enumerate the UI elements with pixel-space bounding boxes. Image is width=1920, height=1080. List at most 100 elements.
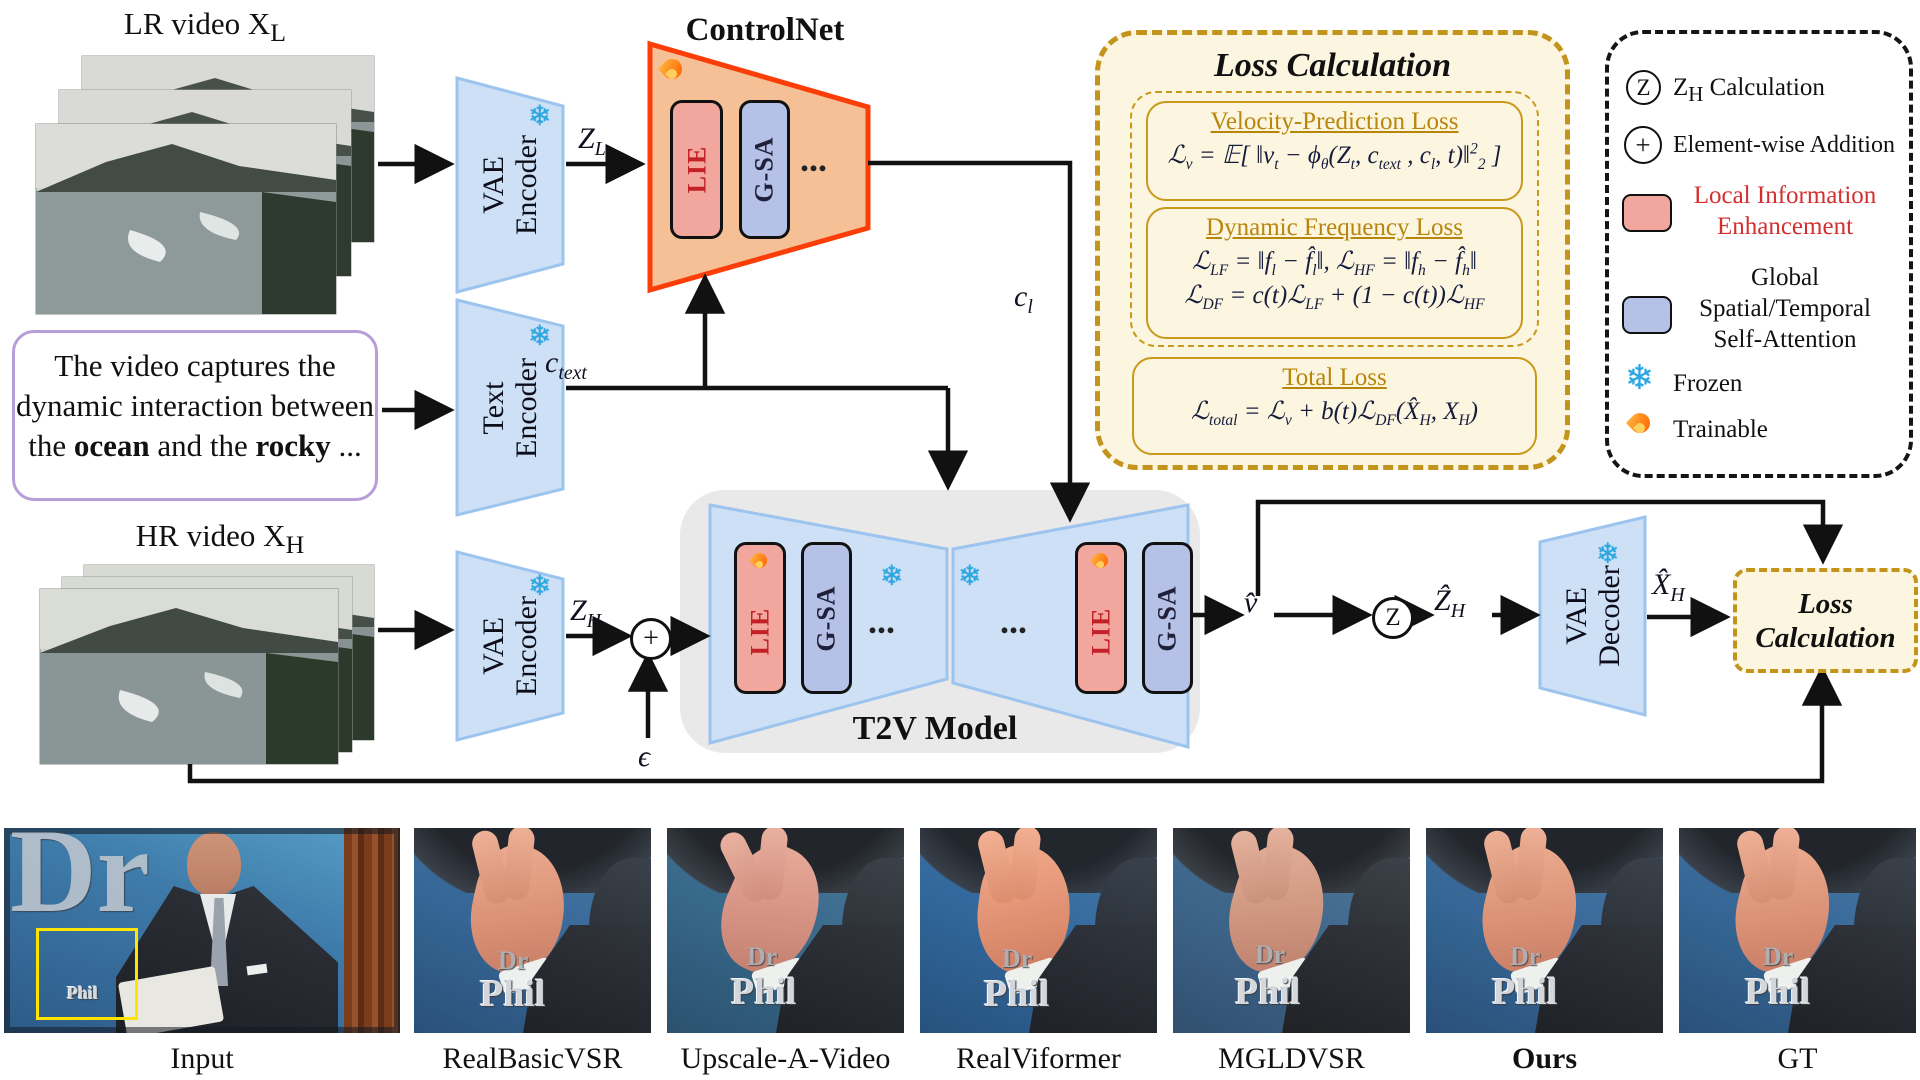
vae-encoder-bottom-shape — [455, 550, 565, 742]
t2v-right-gsa-block: G-SA — [1142, 542, 1193, 694]
velocity-loss-title: Velocity-Prediction Loss — [1210, 108, 1459, 135]
v-hat-label: v̂ — [1244, 586, 1258, 619]
total-loss-box: Total Loss ℒtotal = ℒv + b(t)ℒDF(X̂H, XH… — [1132, 357, 1537, 455]
t2v-right-lie-block: LIE — [1075, 542, 1127, 694]
z-h-label: ZH — [570, 594, 601, 632]
dynamic-frequency-loss-title: Dynamic Frequency Loss — [1206, 214, 1463, 241]
highlight-region-box: Phil — [36, 928, 138, 1020]
frozen-icon: ❄ — [528, 569, 552, 602]
text-prompt-box: The video captures the dynamic interacti… — [12, 330, 378, 501]
dr-logo-text: Dr — [1510, 942, 1541, 971]
lr-video-stack — [35, 55, 375, 315]
c-l-label: cl — [1014, 280, 1033, 318]
epsilon-label: ϵ — [638, 740, 651, 773]
dr-logo-text: Dr — [1763, 942, 1794, 971]
element-wise-addition-icon: + — [1624, 126, 1662, 164]
phil-logo-text: Phil — [1745, 971, 1811, 1013]
loss-node-line-2: Calculation — [1755, 621, 1896, 654]
t2v-left-gsa-block: G-SA — [801, 542, 852, 694]
caption-gt: GT — [1777, 1042, 1818, 1075]
trainable-flame-icon — [750, 551, 769, 576]
lr-video-label: LR video XL — [123, 6, 287, 48]
wood-panel — [344, 828, 400, 1033]
loss-calculation-panel: Loss Calculation Velocity-Prediction Los… — [1095, 30, 1570, 470]
caption-realbasicvsr: RealBasicVSR — [442, 1042, 623, 1075]
phil-logo-text: Phil — [731, 971, 797, 1013]
c-text-label: ctext — [545, 346, 587, 384]
trainable-flame-icon — [660, 56, 684, 88]
text-encoder-shape — [455, 298, 565, 517]
result-crop-realbasicvsr: Dr Phil — [414, 828, 651, 1033]
frozen-icon: ❄ — [880, 559, 904, 592]
prompt-line-1: The video captures the — [54, 348, 336, 383]
lie-swatch-icon — [1622, 194, 1672, 232]
flow-arrows — [187, 143, 1844, 784]
total-loss-formula: ℒtotal = ℒv + b(t)ℒDF(X̂H, XH) — [1191, 398, 1478, 429]
loss-inner-group — [1130, 91, 1539, 347]
trainable-flame-icon — [1091, 551, 1110, 576]
frozen-icon: ❄ — [528, 99, 552, 132]
gsa-swatch-icon — [1622, 296, 1672, 334]
t2v-left-dots: ... — [868, 601, 895, 641]
z-calculation-icon: Z — [1626, 70, 1661, 105]
legend-frozen-label: Frozen — [1673, 370, 1743, 397]
caption-upscale-a-video: Upscale-A-Video — [680, 1042, 891, 1075]
result-crop-realviformer: Dr Phil — [920, 828, 1157, 1033]
hr-video-stack — [39, 564, 375, 765]
trainable-flame-icon — [1628, 410, 1652, 442]
velocity-loss-formula: ℒv = 𝔼[ ‖vt − ϕθ(Zt, ctext , cl, t)‖22 ] — [1167, 140, 1502, 173]
phil-logo-text: Phil — [1235, 971, 1301, 1013]
phil-logo-text: Phil — [984, 973, 1050, 1015]
loss-calculation-node: Loss Calculation — [1733, 568, 1918, 673]
frozen-icon: ❄ — [1625, 358, 1654, 398]
dr-logo-text: Dr — [10, 828, 150, 937]
controlnet-lie-block: LIE — [670, 100, 723, 239]
controlnet-gsa-block: G-SA — [739, 100, 790, 239]
caption-ours: Ours — [1511, 1042, 1577, 1075]
total-loss-title: Total Loss — [1282, 364, 1387, 391]
t2v-right-dots: ... — [1000, 601, 1027, 641]
loss-panel-title: Loss Calculation — [1213, 47, 1452, 84]
controlnet-title: ControlNet — [685, 12, 845, 48]
z-l-label: ZL — [578, 122, 606, 160]
dr-logo-text: Dr — [498, 946, 529, 975]
controlnet-dots: ... — [800, 139, 827, 179]
element-wise-addition-node: + — [630, 618, 672, 660]
dynamic-frequency-loss-box: Dynamic Frequency Loss ℒLF = ‖fl − f̂l‖,… — [1146, 207, 1523, 339]
legend-panel: Z ZH Calculation + Element-wise Addition… — [1605, 30, 1913, 478]
t2v-left-lie-block: LIE — [734, 542, 786, 694]
person-head — [187, 832, 241, 896]
dynamic-frequency-formula-2: ℒDF = c(t)ℒLF + (1 − c(t))ℒHF — [1184, 282, 1485, 313]
result-crop-upscale-a-video: Dr Phil — [667, 828, 904, 1033]
caption-input: Input — [170, 1042, 234, 1075]
result-crop-ours: Dr Phil — [1426, 828, 1663, 1033]
caption-realviformer: RealViformer — [956, 1042, 1121, 1075]
phil-logo-text: Phil — [480, 973, 546, 1015]
person-tie — [210, 898, 228, 986]
result-crop-mgldvsr: Dr Phil — [1173, 828, 1410, 1033]
legend-trainable-label: Trainable — [1673, 416, 1768, 443]
velocity-loss-box: Velocity-Prediction Loss ℒv = 𝔼[ ‖vt − ϕ… — [1146, 101, 1523, 201]
dr-logo-text: Dr — [1255, 940, 1286, 969]
input-photo: Dr Phil — [4, 828, 400, 1033]
legend-z-label: ZH Calculation — [1673, 74, 1825, 106]
result-crop-gt: Dr Phil — [1679, 828, 1916, 1033]
phil-logo-text: Phil — [1492, 971, 1558, 1013]
z-hat-h-label: ẐH — [1434, 584, 1465, 622]
prompt-line-3: the ocean and the rocky ... — [28, 428, 362, 463]
vae-decoder-shape — [1538, 515, 1647, 717]
loss-node-line-1: Loss — [1798, 587, 1853, 620]
vae-encoder-top-shape — [455, 76, 565, 294]
x-hat-h-label: X̂H — [1652, 568, 1685, 606]
frozen-icon: ❄ — [528, 319, 552, 352]
z-calculation-node: Z — [1372, 597, 1414, 639]
legend-plus-label: Element-wise Addition — [1673, 132, 1895, 158]
dr-logo-text: Dr — [747, 942, 778, 971]
frozen-icon: ❄ — [1596, 537, 1620, 570]
hr-video-label: HR video XH — [135, 518, 305, 560]
phil-logo-text: Phil — [67, 983, 99, 1003]
prompt-line-2: dynamic interaction between — [15, 388, 375, 423]
